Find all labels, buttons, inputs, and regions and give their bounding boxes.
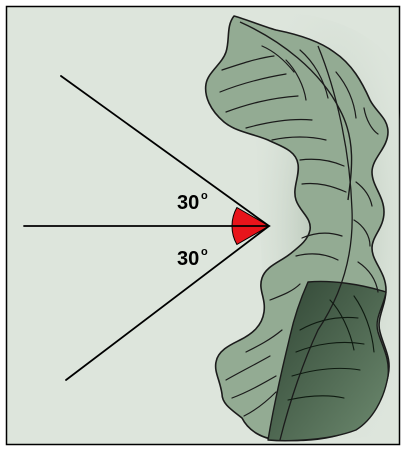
upper-angle-degree: o <box>201 190 208 202</box>
lower-angle-value: 30 <box>177 248 199 270</box>
upper-angle-value: 30 <box>177 192 199 214</box>
lower-angle-degree: o <box>201 246 208 258</box>
